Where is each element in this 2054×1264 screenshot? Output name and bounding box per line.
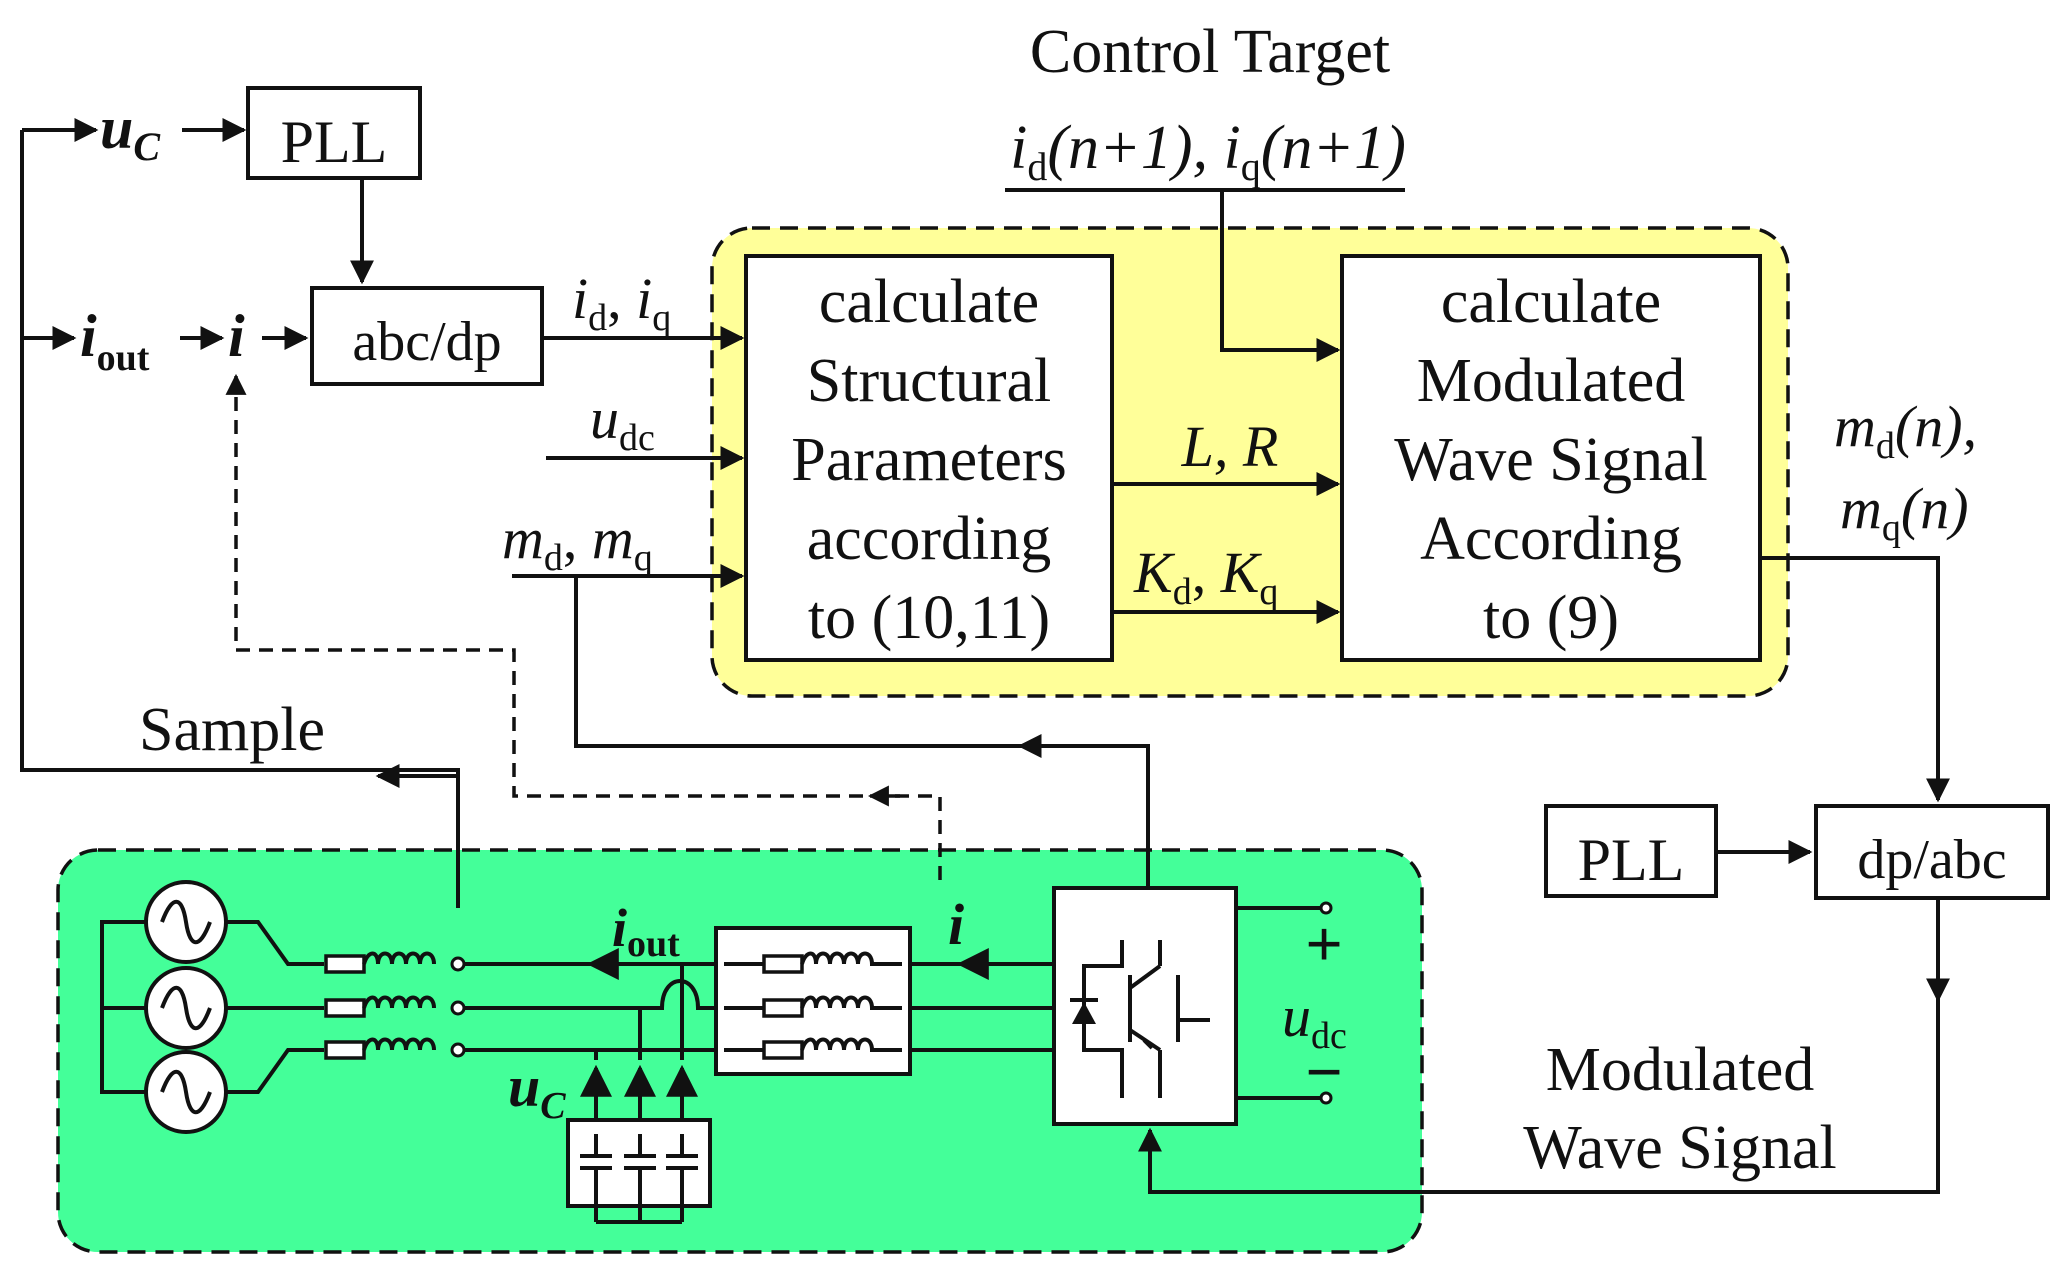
modulated-signal-line — [1138, 898, 1940, 1194]
dc-minus-terminal — [1319, 1091, 1333, 1105]
i-dashed-feedback — [225, 373, 942, 880]
control-target-currents: id(n+1), iq(n+1) — [1010, 114, 1406, 189]
uc-plant-label: uC — [508, 1054, 566, 1127]
target-to-modulated-arrow — [1220, 190, 1341, 362]
capacitor-bank — [566, 964, 712, 1224]
mdmq-label: md, mq — [502, 506, 653, 579]
structural-block-line-4: according — [807, 505, 1051, 573]
sample-feedback-line — [20, 130, 460, 908]
structural-block-line-1: calculate — [819, 268, 1039, 336]
modulated-wave-block[interactable] — [1340, 254, 1762, 662]
out-mq-label: mq(n) — [1840, 476, 1969, 549]
inverter-rl-filter — [714, 926, 912, 1076]
control-target-title: Control Target — [1030, 18, 1390, 86]
grid-rl-filter — [324, 951, 466, 1060]
lr-label: L, R — [1181, 414, 1279, 479]
modulated-block-line-5: to (9) — [1483, 584, 1619, 652]
iout-left-label: iout — [80, 303, 150, 379]
kdkq-label: Kd, Kq — [1133, 540, 1278, 613]
ac-sources — [100, 880, 324, 1134]
out-md-label: md(n), — [1834, 394, 1977, 467]
structural-block-line-2: Structural — [807, 347, 1052, 415]
structural-block-line-5: to (10,11) — [808, 584, 1050, 652]
modulated-label-1: Modulated — [1546, 1036, 1815, 1104]
inverter-block[interactable] — [1052, 880, 1238, 1126]
iout-plant-label: iout — [612, 898, 680, 965]
modulated-block-line-2: Modulated — [1417, 347, 1686, 415]
uc-top-label: uC — [100, 95, 161, 169]
output-line — [1760, 556, 1950, 803]
modulated-block-line-4: According — [1420, 505, 1682, 573]
dc-plus-terminal — [1319, 901, 1333, 915]
mdmq-feedback-line — [574, 576, 1150, 880]
dc-minus-label: − — [1305, 1036, 1343, 1109]
sine-icon-2 — [160, 986, 212, 1030]
dp-abc-label: dp/abc — [1857, 829, 2006, 891]
sine-icon-1 — [160, 899, 212, 944]
modulated-block-line-1: calculate — [1441, 268, 1661, 336]
sine-icon-3 — [160, 1070, 212, 1114]
abc-dp-block[interactable] — [310, 286, 544, 386]
igbt-icon — [1070, 940, 1210, 1098]
idiq-label: id, iq — [572, 266, 671, 339]
pll-top-block[interactable] — [246, 86, 422, 180]
dc-plus-label: + — [1305, 908, 1343, 981]
structural-params-block[interactable] — [744, 254, 1114, 662]
abc-dp-label: abc/dp — [352, 311, 501, 373]
i-plant-label: i — [948, 892, 964, 957]
structural-block-line-3: Parameters — [791, 426, 1066, 494]
dp-abc-block[interactable] — [1814, 804, 2050, 900]
modulated-block-line-3: Wave Signal — [1394, 426, 1708, 494]
pll-bottom-label: PLL — [1578, 827, 1685, 893]
i-left-label: i — [228, 303, 245, 369]
sample-label: Sample — [139, 696, 325, 764]
pll-bottom-block[interactable] — [1544, 804, 1718, 898]
pll-top-label: PLL — [281, 109, 388, 175]
modulated-label-2: Wave Signal — [1523, 1114, 1837, 1182]
udc-in-label: udc — [590, 386, 655, 459]
udc-plant-label: udc — [1282, 984, 1347, 1057]
